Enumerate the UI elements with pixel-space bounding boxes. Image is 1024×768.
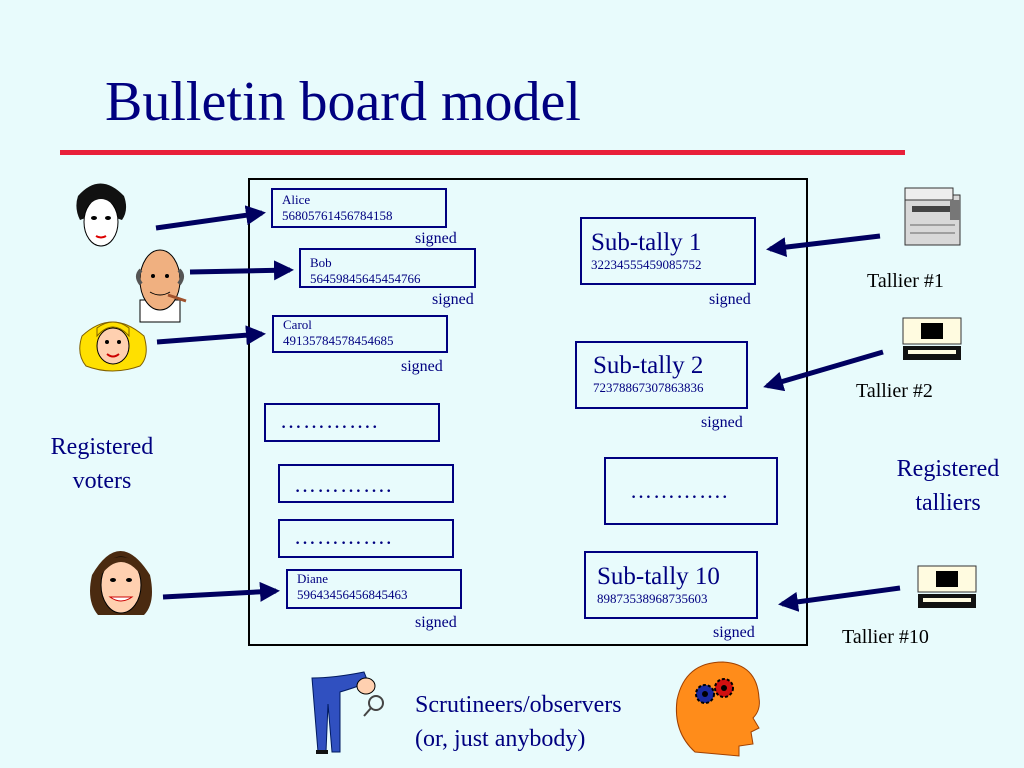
signed-label: signed	[713, 624, 755, 641]
subtally-box-2: Sub-tally 2 72378867307863836	[575, 341, 748, 409]
page-title: Bulletin board model	[105, 71, 581, 133]
registered-talliers-label: Registered talliers	[896, 456, 1000, 516]
voter-code: 49135784578454685	[283, 333, 394, 348]
computer-workstation-icon	[902, 317, 962, 360]
signed-label: signed	[401, 358, 443, 375]
subtally-box-ellipsis	[604, 457, 778, 525]
ellipsis-text: ………….	[280, 408, 379, 433]
head-gears-icon	[675, 661, 760, 757]
bald-man-face-icon	[136, 249, 187, 323]
arrow-diane	[162, 581, 280, 602]
arrow-alice	[155, 205, 266, 231]
tallier-10-label: Tallier #10	[842, 626, 929, 648]
ballot-box-alice: Alice 56805761456784158	[271, 188, 447, 228]
registered-voters-label: Registered voters	[50, 434, 154, 494]
smiling-woman-face-icon	[90, 551, 152, 615]
subtally-code: 89873538968735603	[597, 591, 708, 606]
subtally-name: Sub-tally 10	[597, 563, 720, 590]
ballot-box-bob: Bob 56459845645454766	[299, 248, 476, 288]
subtally-code: 72378867307863836	[593, 380, 704, 395]
voter-code: 56805761456784158	[282, 208, 393, 223]
signed-label: signed	[415, 230, 457, 247]
ballot-box-ellipsis	[278, 464, 454, 503]
arrow-tallier-1	[766, 233, 881, 258]
ellipsis-text: ………….	[630, 478, 729, 503]
printer-terminal-icon	[904, 187, 961, 246]
title-underline	[60, 150, 905, 155]
arrow-tallier-2	[763, 349, 884, 392]
tallier-2-label: Tallier #2	[856, 380, 933, 402]
voter-code: 59643456456845463	[297, 587, 408, 602]
subtally-box-1: Sub-tally 1 32234555459085752	[580, 217, 756, 285]
subtally-box-10: Sub-tally 10 89873538968735603	[584, 551, 758, 619]
observer-magnifier-icon	[311, 671, 384, 754]
signed-label: signed	[415, 614, 457, 631]
signed-label: signed	[709, 291, 751, 308]
subtally-code: 32234555459085752	[591, 257, 702, 272]
subtally-name: Sub-tally 2	[593, 352, 704, 379]
tallier-1-label: Tallier #1	[867, 270, 944, 292]
arrow-carol	[156, 325, 266, 346]
woman-face-icon	[76, 183, 127, 247]
signed-label: signed	[432, 291, 474, 308]
bulletin-board	[248, 178, 808, 646]
scrutineers-label: Scrutineers/observers (or, just anybody)	[415, 692, 622, 752]
computer-workstation-icon	[917, 565, 977, 608]
arrow-tallier-10	[778, 585, 901, 612]
signed-label: signed	[701, 414, 743, 431]
voter-name: Bob	[310, 255, 332, 270]
arrows	[155, 205, 901, 612]
ballot-box-carol: Carol 49135784578454685	[272, 315, 448, 353]
ballot-box-ellipsis	[264, 403, 440, 442]
blonde-woman-face-icon	[79, 321, 147, 372]
ballot-box-diane: Diane 59643456456845463	[286, 569, 462, 609]
subtally-name: Sub-tally 1	[591, 229, 702, 256]
voter-name: Carol	[283, 317, 312, 332]
arrow-bob	[189, 260, 294, 281]
ballot-box-ellipsis	[278, 519, 454, 558]
voter-name: Diane	[297, 571, 329, 586]
ellipsis-text: ………….	[294, 524, 393, 549]
voter-name: Alice	[282, 192, 311, 207]
voter-code: 56459845645454766	[310, 271, 421, 286]
ellipsis-text: ………….	[294, 472, 393, 497]
